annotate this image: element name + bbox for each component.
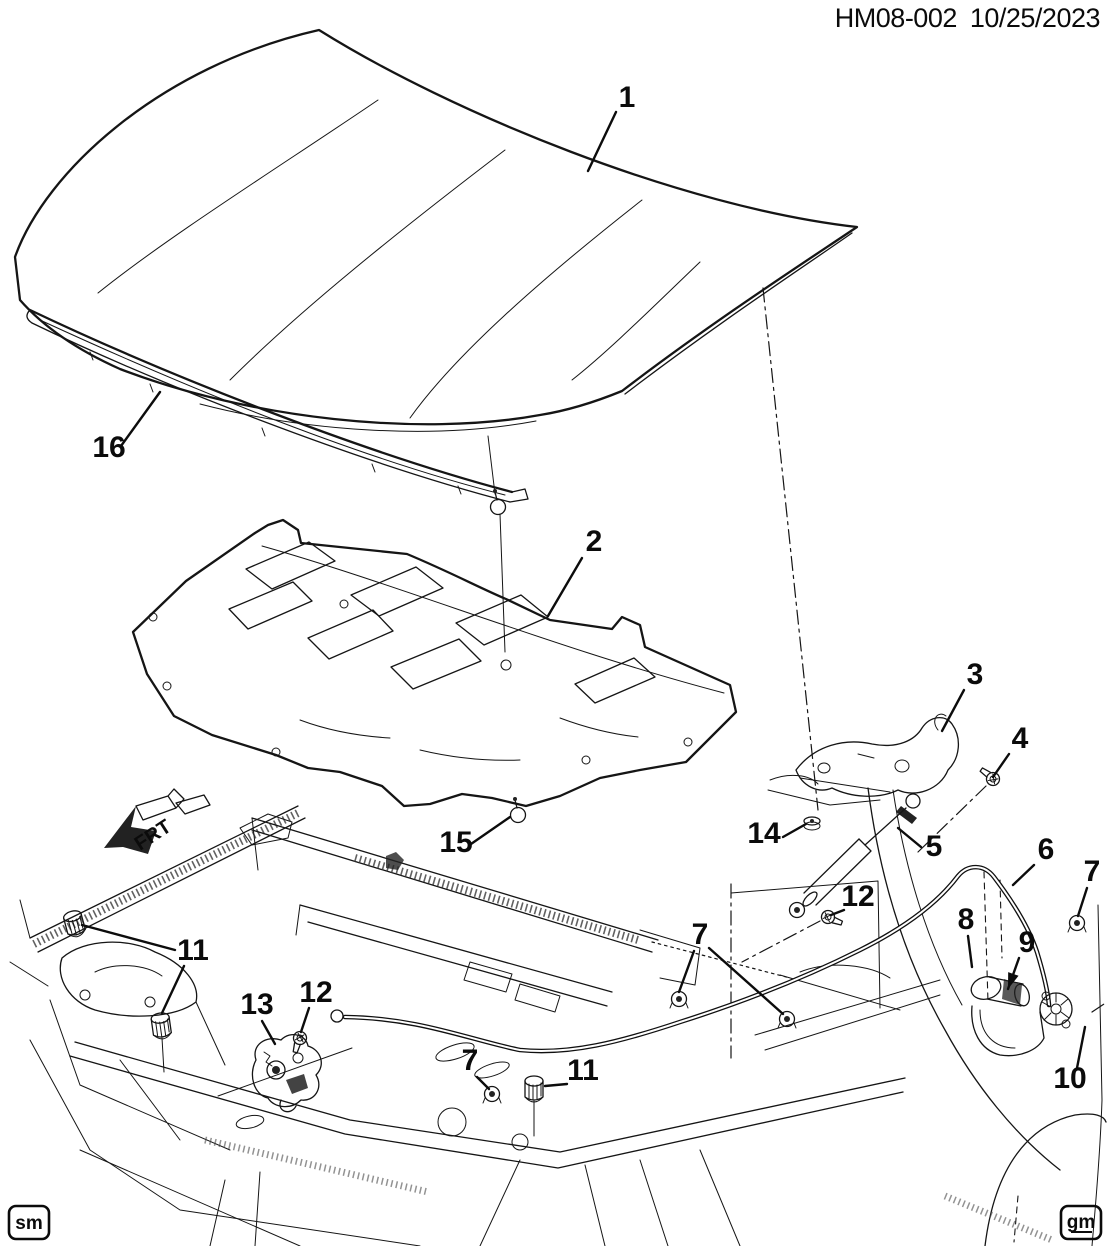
callout-leader <box>260 1019 277 1046</box>
callout-leader <box>475 1075 491 1091</box>
callout-leader <box>546 556 584 618</box>
callout-number: 4 <box>1012 722 1029 755</box>
callout-number: 1 <box>619 81 636 114</box>
callout-number: 9 <box>1019 926 1036 959</box>
callout-number: 12 <box>841 880 874 913</box>
callout-number: 11 <box>177 934 209 967</box>
callout-number: 8 <box>958 903 975 936</box>
callout-leader <box>707 946 785 1016</box>
right-corner-mark: gm <box>1059 1204 1103 1241</box>
callout-leader <box>896 826 923 849</box>
hood-gas-strut <box>788 793 921 919</box>
callout-leader <box>469 815 512 846</box>
frt-arrow-icon <box>104 806 156 854</box>
callout-leader <box>119 390 162 448</box>
hinge-nut-clip <box>803 816 821 831</box>
hood-crease-lines <box>97 99 701 419</box>
gm-logo: gm <box>1067 1212 1096 1233</box>
leader-arrowhead <box>1008 972 1019 989</box>
callout-number: 11 <box>567 1054 599 1087</box>
callout-number: 14 <box>747 817 781 850</box>
callout-number: 15 <box>439 826 472 859</box>
engine-bay-structure <box>9 787 1107 1246</box>
callout-leader <box>991 752 1011 779</box>
callout-leader <box>299 1006 311 1034</box>
hood-insulator-pad <box>131 518 738 808</box>
callout-leader <box>586 110 618 173</box>
callout-leader <box>1076 886 1089 918</box>
cable-grommet <box>669 990 689 1009</box>
cable-end-eyelet <box>330 1009 344 1023</box>
hood-bumper <box>524 1075 544 1103</box>
callout-number: 10 <box>1053 1062 1086 1095</box>
callout-number: 6 <box>1038 833 1055 866</box>
callout-leader <box>160 964 186 1015</box>
drawing-date: 10/25/2023 <box>970 3 1100 33</box>
drawing-title: HM08-002 10/25/2023 <box>835 3 1100 33</box>
callout-number: 5 <box>926 830 943 863</box>
callout-number: 7 <box>1084 855 1101 888</box>
insulator-holes <box>148 599 693 765</box>
callout-number: 2 <box>586 525 603 558</box>
callout-leader <box>677 949 696 994</box>
hood-latch <box>251 1033 322 1113</box>
callout-number: 7 <box>462 1044 479 1077</box>
callout-number: 12 <box>299 976 332 1009</box>
frt-direction-arrow: FRT <box>104 788 211 855</box>
callout-leader <box>781 822 808 839</box>
hood-to-hinge-centerline <box>762 287 819 811</box>
fasteners <box>61 764 1105 1137</box>
retainer-alignment <box>487 435 507 653</box>
cable-end-fitting <box>1039 991 1073 1029</box>
hood-panel <box>13 28 859 432</box>
cable-grommet <box>1067 914 1087 933</box>
callout-leader <box>829 908 846 917</box>
callout-number: 16 <box>92 431 125 464</box>
cable-grommet <box>482 1085 502 1104</box>
hood-release-cable <box>330 864 1073 1054</box>
left-corner-mark: sm <box>7 1204 51 1241</box>
callout-number: 3 <box>967 658 984 691</box>
callout-leader <box>80 923 177 952</box>
bolt <box>289 1029 309 1055</box>
hood-seal-strip <box>26 308 529 503</box>
insulator-detail-lines <box>299 717 639 761</box>
insulator-inner-edge <box>261 545 725 694</box>
hood-side-edge <box>624 232 853 395</box>
sm-mark-label: sm <box>15 1213 42 1234</box>
callout-leader <box>543 1082 569 1088</box>
callout-leader <box>1075 1025 1087 1070</box>
drawing-number: HM08-002 <box>835 3 957 33</box>
callout-leader <box>940 688 966 733</box>
hood-release-handle <box>970 976 1045 1057</box>
hood-bumper <box>61 908 88 940</box>
callout-number: 13 <box>240 988 273 1021</box>
callout-number: 7 <box>692 918 709 951</box>
callout-leader <box>1011 863 1036 887</box>
hood-hinge <box>767 713 959 806</box>
callout-leader <box>966 934 974 969</box>
